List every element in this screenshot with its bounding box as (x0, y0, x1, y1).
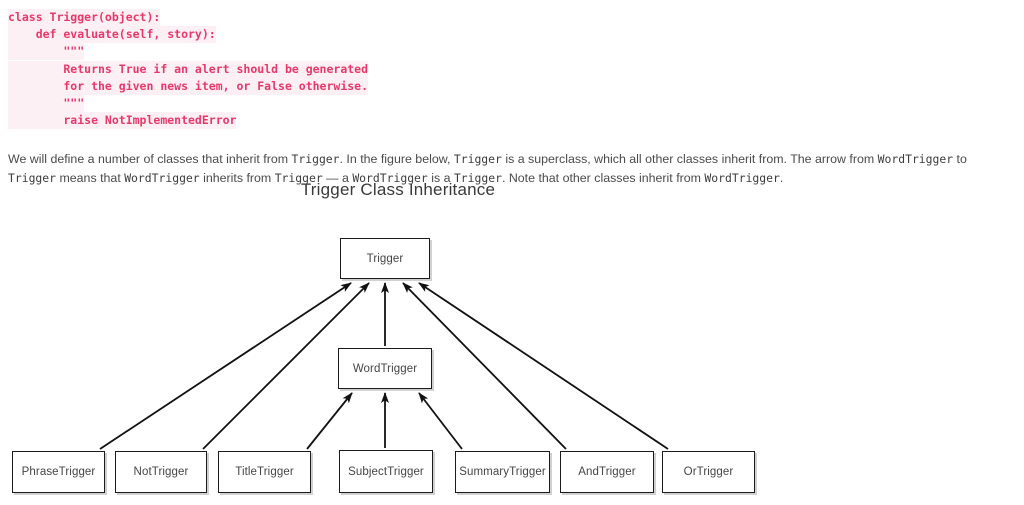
paragraph-text: inherits from (199, 171, 275, 186)
class-node-label: OrTrigger (683, 466, 734, 478)
class-node-wordtrigger: WordTrigger (338, 348, 432, 389)
paragraph-text: . In the figure below, (339, 152, 454, 167)
class-node-titletrigger: TitleTrigger (218, 451, 311, 493)
class-node-label: PhraseTrigger (21, 466, 96, 478)
class-node-summarytrigger: SummaryTrigger (455, 451, 550, 493)
code-line-text: def evaluate(self, story): (8, 26, 216, 44)
body-paragraph: We will define a number of classes that … (8, 150, 1012, 188)
inline-code: WordTrigger (124, 171, 200, 186)
paragraph-text: is a superclass, which all other classes… (501, 152, 878, 167)
code-line: def evaluate(self, story): (8, 26, 1008, 44)
inline-code: Trigger (8, 171, 57, 186)
inheritance-arrow-titletrigger-to-wordtrigger (306, 392, 353, 450)
code-line-text: class Trigger(object): (8, 9, 161, 26)
class-node-subjecttrigger: SubjectTrigger (339, 450, 433, 493)
code-line: raise NotImplementedError (8, 112, 1008, 130)
code-line-text: Returns True if an alert should be gener… (8, 60, 369, 78)
code-line-text: """ (8, 43, 85, 61)
inheritance-arrow-nottrigger-to-trigger (202, 282, 370, 450)
class-node-label: WordTrigger (352, 362, 418, 375)
code-line: """ (8, 94, 1008, 112)
inline-code: WordTrigger (352, 171, 428, 186)
inline-code: Trigger (274, 171, 323, 186)
inheritance-arrow-andtrigger-to-trigger (402, 282, 567, 450)
class-node-label: NotTrigger (133, 466, 189, 478)
class-node-label: SummaryTrigger (459, 466, 546, 478)
inheritance-arrow-summarytrigger-to-wordtrigger (418, 392, 463, 450)
code-line-text: raise NotImplementedError (8, 112, 237, 130)
code-line: """ (8, 43, 1008, 61)
paragraph-text: — a (322, 171, 353, 186)
class-node-phrasetrigger: PhraseTrigger (12, 451, 105, 493)
code-line: for the given news item, or False otherw… (8, 77, 1008, 95)
class-node-label: SubjectTrigger (348, 465, 424, 478)
paragraph-text: means that (56, 171, 125, 186)
inline-code: Trigger (291, 152, 340, 167)
code-block: class Trigger(object): def evaluate(self… (8, 9, 1008, 130)
class-node-trigger: Trigger (340, 238, 430, 279)
class-node-nottrigger: NotTrigger (115, 451, 207, 493)
paragraph-text: We will define a number of classes that … (8, 152, 292, 167)
code-line-text: for the given news item, or False otherw… (8, 77, 369, 95)
class-node-label: AndTrigger (578, 466, 636, 478)
paragraph-text: is a (427, 171, 454, 186)
diagram-edges-layer (99, 282, 669, 450)
paragraph-text: to (953, 152, 967, 167)
inline-code: Trigger (453, 152, 502, 167)
code-line-text: """ (8, 94, 85, 112)
inline-code: WordTrigger (877, 152, 954, 167)
inline-code: WordTrigger (704, 171, 780, 186)
inheritance-arrow-phrasetrigger-to-trigger (99, 282, 352, 450)
figure-title: Trigger Class Inheritance (300, 180, 496, 199)
paragraph-text: . (779, 171, 784, 186)
inheritance-arrow-ortrigger-to-trigger (418, 282, 669, 450)
class-node-ortrigger: OrTrigger (662, 451, 755, 493)
inline-code: Trigger (453, 171, 502, 186)
code-line: Returns True if an alert should be gener… (8, 60, 1008, 78)
class-node-andtrigger: AndTrigger (560, 451, 654, 493)
class-node-label: Trigger (366, 252, 404, 265)
code-line: class Trigger(object): (8, 9, 1008, 26)
class-node-label: TitleTrigger (235, 466, 294, 478)
paragraph-text: . Note that other classes inherit from (501, 171, 705, 186)
